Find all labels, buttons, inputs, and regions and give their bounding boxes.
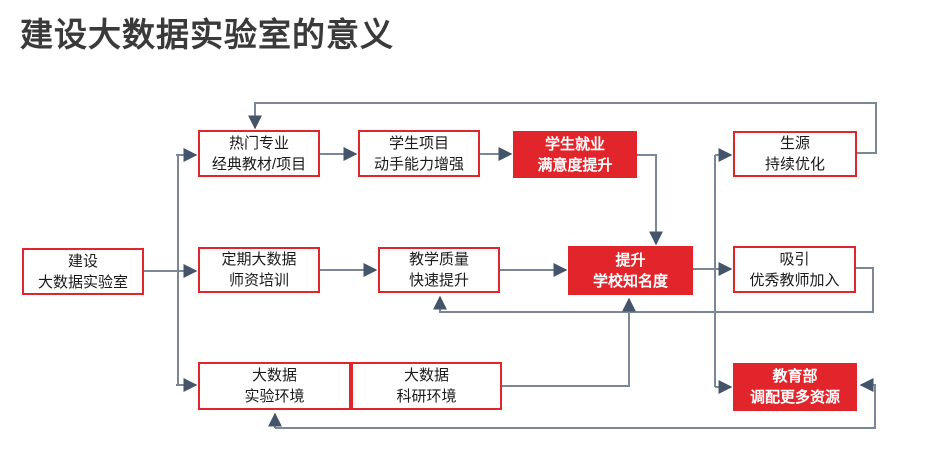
node-build-lab-line2: 大数据实验室 bbox=[37, 273, 128, 291]
node-employment-satisfaction-line2: 满意度提升 bbox=[537, 156, 613, 174]
node-student-source-line2: 持续优化 bbox=[764, 156, 825, 173]
node-student-projects-line1: 学生项目 bbox=[388, 134, 449, 152]
node-teaching-quality-line2: 快速提升 bbox=[408, 272, 469, 289]
connector-build-trunk bbox=[144, 155, 179, 385]
node-ministry-resources-line1: 教育部 bbox=[772, 368, 818, 385]
node-teacher-training: 定期大数据 师资培训 bbox=[198, 247, 320, 293]
node-teacher-training-line2: 师资培训 bbox=[228, 272, 289, 289]
node-build-lab-line1: 建设 bbox=[67, 252, 98, 270]
node-school-reputation: 提升 学校知名度 bbox=[568, 246, 693, 295]
node-research-env-line2: 科研环境 bbox=[396, 388, 457, 405]
node-experiment-env: 大数据 实验环境 bbox=[198, 362, 351, 410]
node-teacher-training-line1: 定期大数据 bbox=[221, 251, 297, 268]
connector-research-to-fame bbox=[502, 297, 636, 387]
node-ministry-resources: 教育部 调配更多资源 bbox=[733, 363, 857, 411]
node-student-source: 生源 持续优化 bbox=[733, 131, 857, 177]
node-student-source-line1: 生源 bbox=[779, 135, 810, 152]
node-attract-teachers-line2: 优秀教师加入 bbox=[749, 271, 840, 289]
node-experiment-env-line2: 实验环境 bbox=[244, 388, 305, 405]
connector-attract-to-quality-loop bbox=[433, 267, 874, 313]
node-teaching-quality-line1: 教学质量 bbox=[408, 251, 469, 268]
connector-source-to-hot-loop bbox=[248, 102, 877, 154]
node-ministry-resources-line2: 调配更多资源 bbox=[749, 389, 840, 406]
connector-job-to-fame bbox=[637, 154, 663, 246]
node-build-lab: 建设 大数据实验室 bbox=[22, 248, 144, 295]
node-research-env-line1: 大数据 bbox=[403, 367, 449, 384]
node-hot-majors: 热门专业 经典教材/项目 bbox=[198, 130, 320, 177]
node-school-reputation-line1: 提升 bbox=[615, 251, 646, 269]
node-research-env: 大数据 科研环境 bbox=[351, 362, 502, 410]
node-employment-satisfaction: 学生就业 满意度提升 bbox=[513, 131, 637, 178]
node-employment-satisfaction-line1: 学生就业 bbox=[544, 135, 605, 153]
connector-ministry-loop-bottom bbox=[275, 378, 876, 429]
node-student-projects-line2: 动手能力增强 bbox=[373, 155, 464, 173]
node-student-projects: 学生项目 动手能力增强 bbox=[358, 130, 480, 177]
node-school-reputation-line2: 学校知名度 bbox=[592, 272, 668, 290]
node-hot-majors-line2: 经典教材/项目 bbox=[211, 155, 307, 173]
node-attract-teachers: 吸引 优秀教师加入 bbox=[733, 246, 856, 293]
page-title: 建设大数据实验室的意义 bbox=[20, 16, 394, 53]
node-hot-majors-line1: 热门专业 bbox=[228, 134, 289, 152]
node-experiment-env-line1: 大数据 bbox=[251, 367, 297, 384]
node-teaching-quality: 教学质量 快速提升 bbox=[378, 247, 500, 293]
node-attract-teachers-line1: 吸引 bbox=[779, 250, 810, 268]
